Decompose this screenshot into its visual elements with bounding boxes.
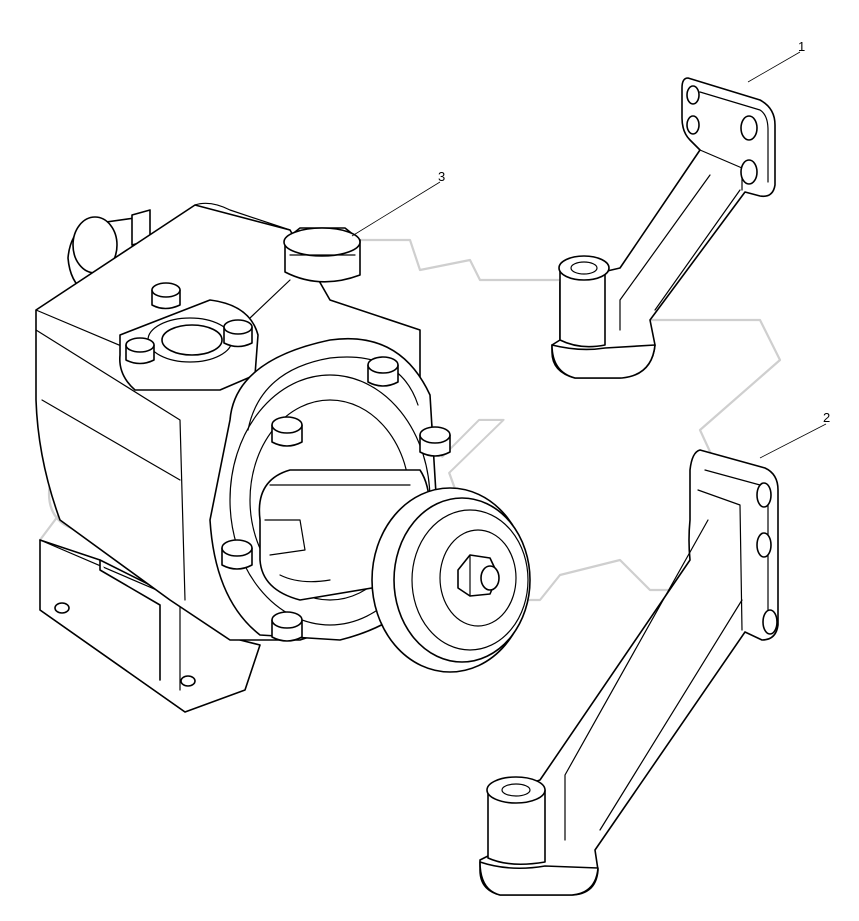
leader-lines [351, 51, 827, 459]
callout-2: 2 [823, 410, 830, 425]
leader-line-1 [747, 51, 801, 83]
callout-1: 1 [798, 39, 805, 54]
leader-line-2 [759, 423, 827, 459]
bolt-cover [221, 356, 451, 642]
bracket-upper [551, 77, 776, 379]
callout-3: 3 [438, 169, 445, 184]
pulley [371, 487, 531, 673]
bracket-lower [479, 449, 779, 896]
leader-line-3 [351, 181, 441, 237]
bolt-flange [125, 282, 253, 365]
pump-assembly [35, 202, 531, 713]
